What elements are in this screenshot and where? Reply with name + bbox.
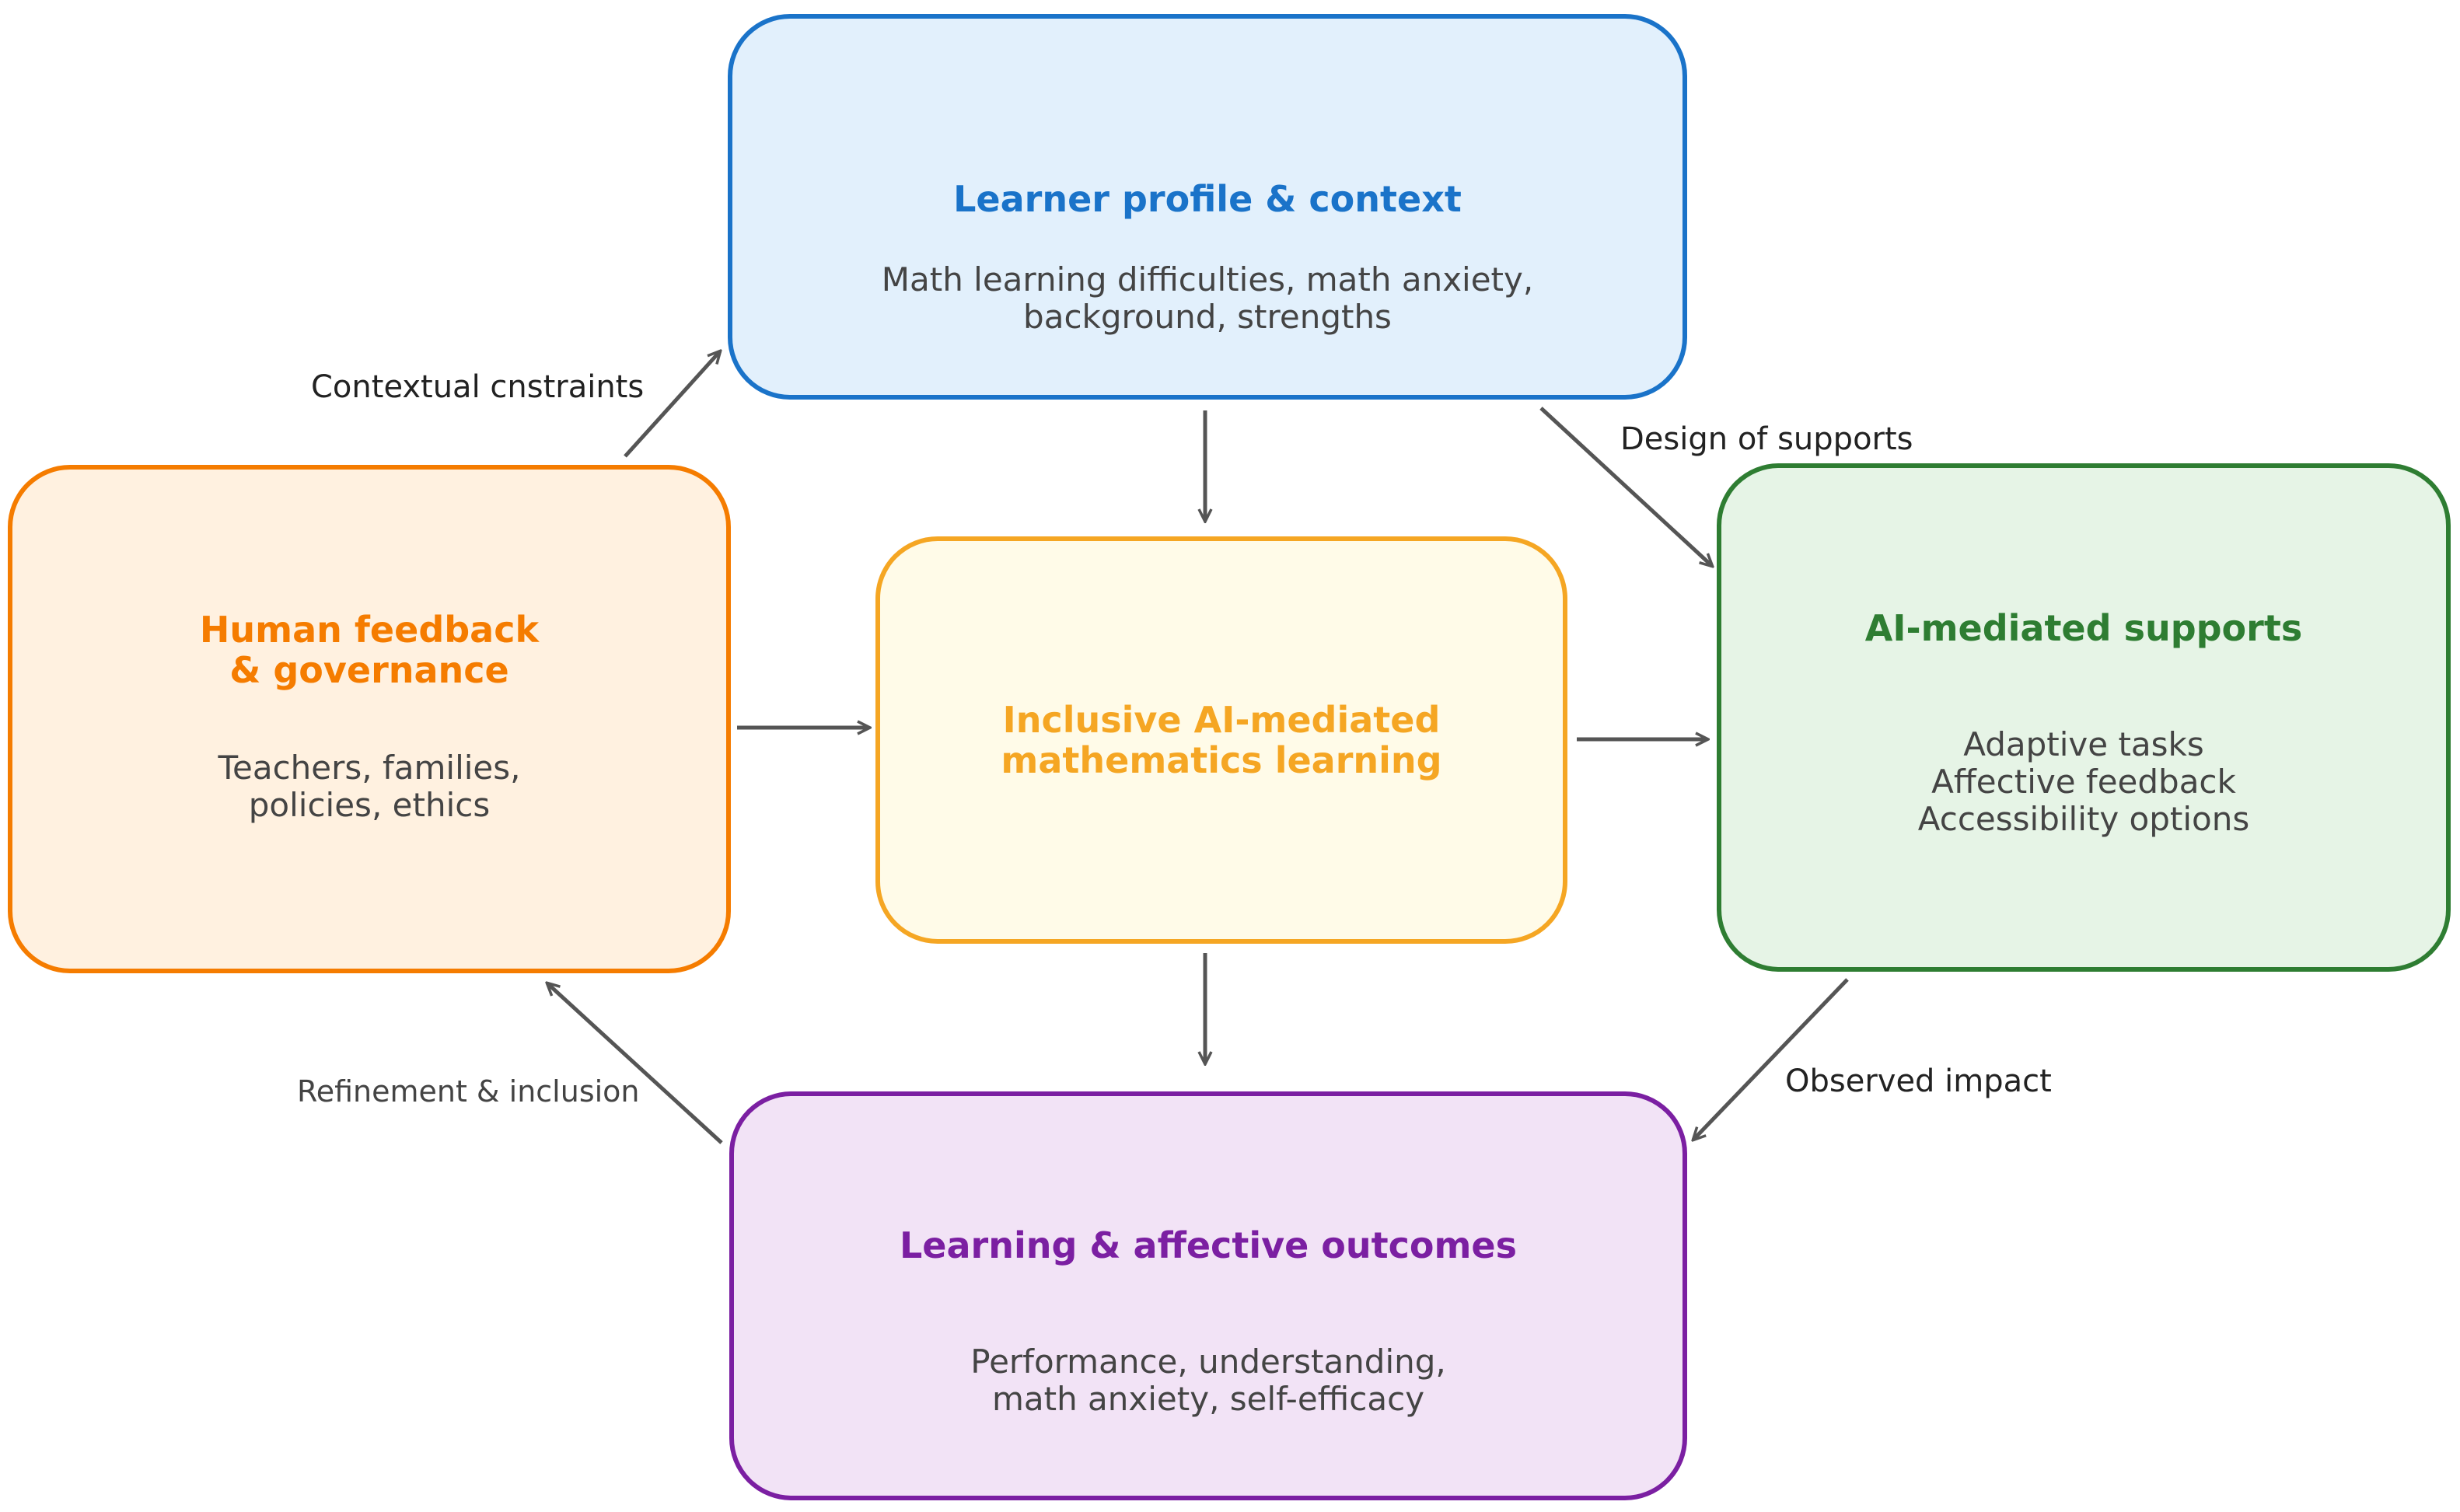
arrow-feedback-to-profile — [624, 351, 720, 458]
arrow-profile-to-supports — [1539, 407, 1712, 566]
edge-label-design-of-supports: Design of supports — [1620, 421, 1913, 457]
node-learner-profile-title: Learner profile & context — [953, 178, 1462, 220]
node-outcomes-body: Performance, understanding, math anxiety… — [970, 1343, 1446, 1418]
edge-label-observed-impact: Observed impact — [1785, 1063, 2052, 1099]
node-outcomes-title: Learning & affective outcomes — [899, 1224, 1518, 1266]
arrow-outcomes-to-feedback — [547, 983, 723, 1144]
node-outcomes: Learning & affective outcomes Performanc… — [729, 1091, 1687, 1500]
node-inclusive-learning: Inclusive AI-mediated mathematics learni… — [875, 536, 1567, 944]
edge-label-refinement-inclusion: Refinement & inclusion — [297, 1074, 640, 1109]
node-learner-profile-body: Math learning difficulties, math anxiety… — [881, 260, 1534, 336]
node-human-feedback-body: Teachers, families, policies, ethics — [218, 749, 521, 824]
node-ai-supports-body: Adaptive tasks Affective feedback Access… — [1917, 725, 2250, 838]
node-ai-supports: AI-mediated supports Adaptive tasks Affe… — [1717, 463, 2451, 972]
arrow-supports-to-outcomes — [1693, 978, 1849, 1140]
node-human-feedback: Human feedback & governance Teachers, fa… — [8, 465, 731, 973]
node-inclusive-learning-title: Inclusive AI-mediated mathematics learni… — [1001, 699, 1442, 781]
node-ai-supports-title: AI-mediated supports — [1864, 607, 2303, 649]
node-learner-profile: Learner profile & context Math learning … — [728, 14, 1687, 400]
edge-label-contextual-constraints: Contextual cnstraints — [311, 369, 645, 405]
node-human-feedback-title: Human feedback & governance — [199, 609, 540, 691]
